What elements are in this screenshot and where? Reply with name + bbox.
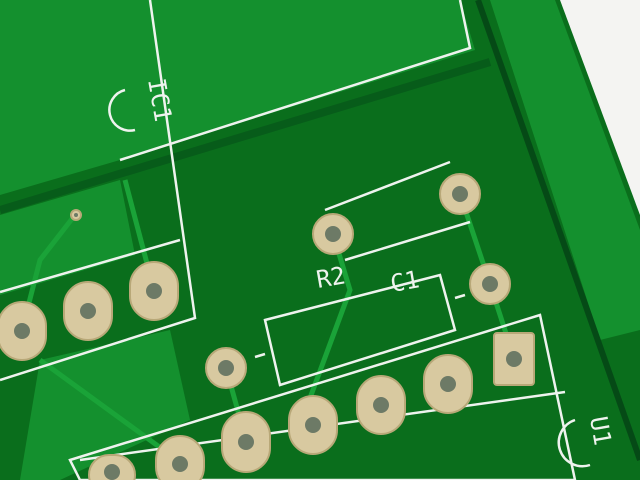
label-c1: C1: [388, 265, 421, 298]
label-u1: U1: [584, 414, 617, 447]
copper-pour-left: [0, 180, 135, 295]
drill-holes: [14, 186, 522, 480]
label-r2: R2: [314, 261, 347, 294]
board-edge-groove: [475, 0, 640, 461]
copper-pour-top: [0, 0, 475, 195]
trace-dark: [0, 58, 492, 214]
copper-pour-right: [490, 0, 640, 340]
